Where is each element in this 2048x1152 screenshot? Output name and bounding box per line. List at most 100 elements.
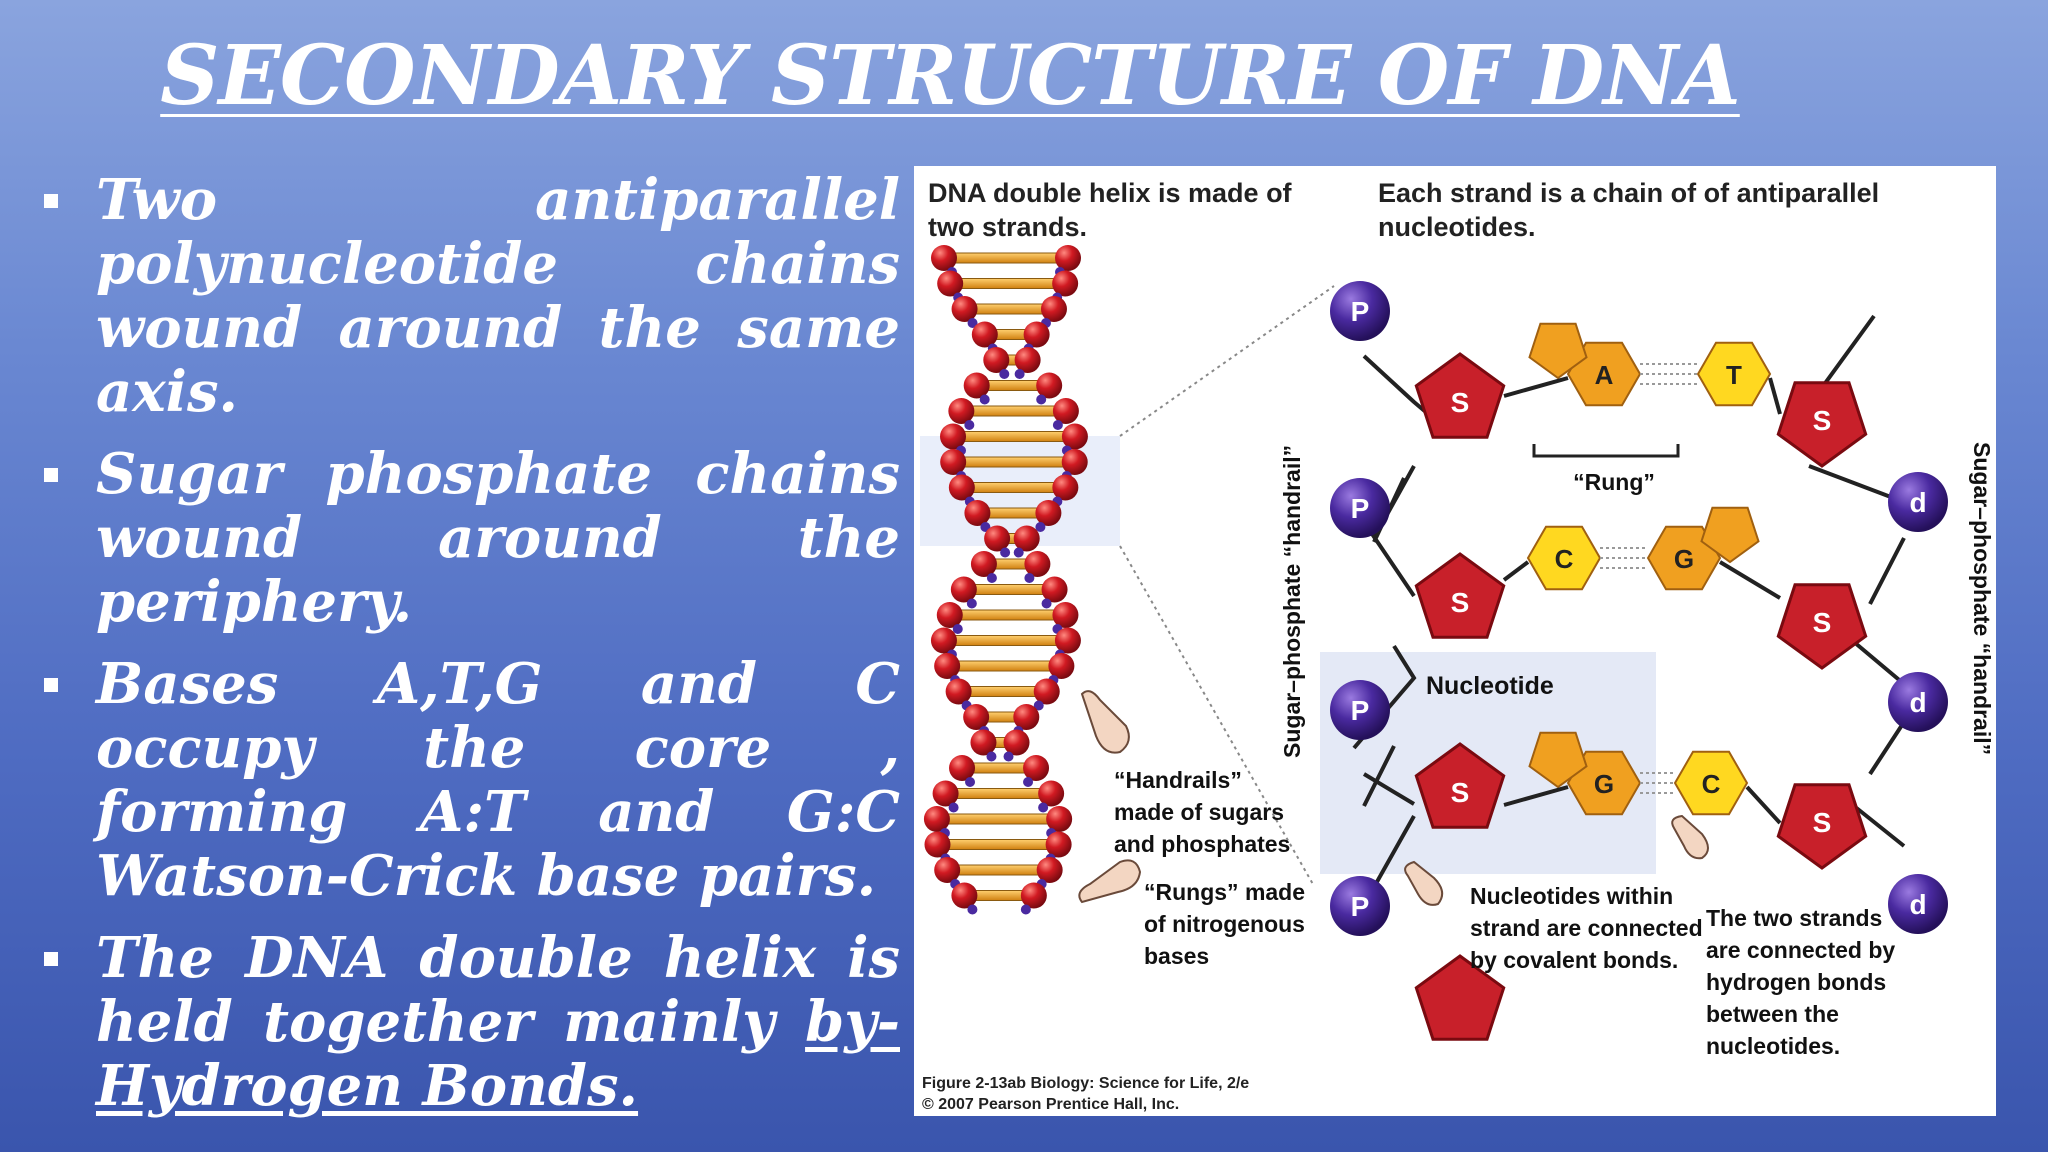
helix-phosphate-bead <box>952 624 963 634</box>
helix-rung <box>964 303 1055 315</box>
handrail-label-left: Sugar–phosphate “handrail” <box>1279 445 1305 758</box>
helix-sugar-ball <box>1041 576 1068 603</box>
note-line: by covalent bonds. <box>1470 947 1678 973</box>
bullet-text: Bases A,T,G and C occupy the core , form… <box>96 651 900 909</box>
helix-sugar-ball <box>1052 474 1079 501</box>
bullet-square-icon <box>44 468 58 482</box>
glycosidic-bond-line <box>1502 560 1530 582</box>
note-line: “Rungs” made <box>1144 879 1305 905</box>
bullet-item: Two antiparallel polynucleotide chains w… <box>40 168 900 424</box>
glycosidic-bond-line <box>1745 785 1782 825</box>
helix-sugar-ball <box>937 270 964 297</box>
helix-sugar-ball <box>1054 627 1081 654</box>
note-line: Nucleotides within <box>1470 883 1673 909</box>
helix-phosphate-bead <box>964 420 975 430</box>
heading-right-line: nucleotides. <box>1378 212 1536 242</box>
deoxy-marker-icon <box>1888 874 1948 934</box>
heading-left-line: DNA double helix is made of <box>928 178 1293 208</box>
helix-rung <box>961 482 1066 493</box>
helix-phosphate-bead <box>1023 777 1034 787</box>
helix-sugar-ball <box>1023 321 1050 348</box>
sugar-icon <box>1414 552 1506 639</box>
helix-phosphate-bead <box>1041 598 1052 609</box>
helix-rung <box>960 405 1067 417</box>
base-label: T <box>1726 360 1742 390</box>
helix-sugar-ball <box>1023 755 1050 781</box>
helix-sugar-ball <box>924 831 951 858</box>
helix-sugar-ball <box>948 474 975 501</box>
helix-rung <box>949 278 1066 289</box>
helix-phosphate-bead <box>1024 573 1035 583</box>
helix-rung <box>958 686 1048 697</box>
helix-phosphate-bead <box>979 394 990 405</box>
helix-sugar-ball <box>923 806 950 832</box>
pointing-hand-icon <box>1078 859 1142 904</box>
note-line: of nitrogenous <box>1144 911 1305 937</box>
helix-sugar-ball <box>950 576 977 603</box>
sugar-label: S <box>1813 405 1832 436</box>
glycosidic-bond-line <box>1503 785 1569 807</box>
helix-phosphate-bead <box>1003 751 1014 762</box>
helix-phosphate-bead <box>1035 522 1046 532</box>
pointing-hand-icon <box>1080 690 1130 754</box>
helix-phosphate-bead <box>1000 547 1011 558</box>
base-label: C <box>1702 769 1721 799</box>
phosphate-label: P <box>1351 891 1370 922</box>
helix-phosphate-bead <box>1013 547 1024 558</box>
helix-sugar-ball <box>1003 729 1030 756</box>
sugar-label: S <box>1451 777 1470 808</box>
helix-phosphate-bead <box>1014 369 1025 379</box>
helix-sugar-ball <box>1033 678 1060 705</box>
helix-rung <box>945 788 1052 799</box>
dna-figure: DNA double helix is made of two strands.… <box>914 166 1996 1116</box>
caption-line: Figure 2-13ab Biology: Science for Life,… <box>922 1075 1249 1092</box>
heading-left-line: two strands. <box>928 212 1087 242</box>
nitrogen-base-icon <box>1696 341 1772 407</box>
note-line: and phosphates <box>1114 831 1290 857</box>
helix-sugar-ball <box>932 780 959 807</box>
double-helix-model <box>923 245 1088 915</box>
bullet-item: The DNA double helix is held together ma… <box>40 926 900 1118</box>
helix-sugar-ball <box>983 347 1010 373</box>
helix-phosphate-bead <box>1036 394 1047 405</box>
note-hydrogen: The two strands are connected by hydroge… <box>1706 905 1895 1059</box>
bullet-square-icon <box>44 194 58 208</box>
helix-phosphate-bead <box>967 318 978 328</box>
helix-rung <box>952 456 1076 468</box>
note-line: hydrogen bonds <box>1706 969 1886 995</box>
deoxy-label: d <box>1909 889 1926 920</box>
zoom-line <box>1119 285 1335 437</box>
helix-sugar-ball <box>1013 525 1040 552</box>
helix-sugar-ball <box>1061 423 1088 450</box>
base-label: A <box>1595 360 1614 390</box>
helix-sugar-ball <box>970 729 997 756</box>
helix-sugar-ball <box>970 551 997 577</box>
helix-sugar-ball <box>984 525 1011 552</box>
helix-sugar-ball <box>951 296 978 322</box>
sugar-icon <box>1776 381 1868 468</box>
helix-phosphate-bead <box>986 573 997 583</box>
rung-brace <box>1532 444 1680 458</box>
nitrogen-base-ring-icon <box>1528 731 1588 789</box>
phosphate-icon <box>1330 876 1390 936</box>
helix-sugar-ball <box>934 857 961 883</box>
helix-sugar-ball <box>1038 780 1065 807</box>
note-line: between the <box>1706 1001 1839 1027</box>
caption-line: © 2007 Pearson Prentice Hall, Inc. <box>922 1096 1179 1113</box>
helix-rung <box>952 431 1076 442</box>
phosphate-label: P <box>1351 493 1370 524</box>
base-label: G <box>1594 769 1614 799</box>
sugar-label: S <box>1813 607 1832 638</box>
note-line: bases <box>1144 943 1209 969</box>
helix-sugar-ball <box>945 678 972 705</box>
helix-rung <box>949 609 1066 621</box>
helix-rung <box>946 660 1062 672</box>
bullet-text: Sugar phosphate chains wound around the … <box>96 441 900 635</box>
bullet-text-underlined: by-Hydrogen Bonds. <box>96 989 900 1119</box>
helix-sugar-ball <box>948 398 975 424</box>
helix-sugar-ball <box>1046 806 1073 832</box>
helix-rung <box>963 584 1056 595</box>
helix-phosphate-bead <box>966 598 977 609</box>
helix-rung <box>943 252 1069 264</box>
